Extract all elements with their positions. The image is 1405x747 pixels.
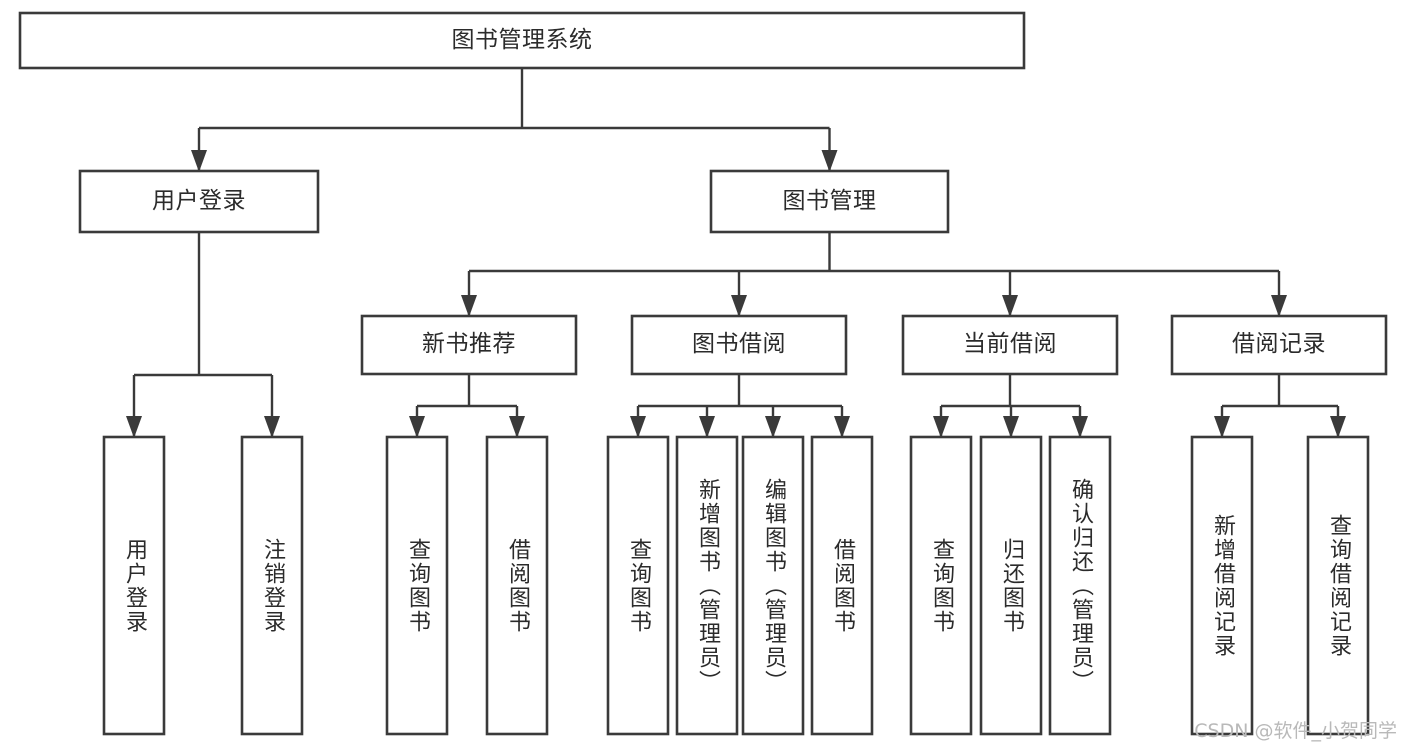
node-box-leaf-borrow-book[interactable]	[810, 435, 874, 736]
node-box-leaf-logout[interactable]	[240, 435, 304, 736]
node-box-root[interactable]	[18, 11, 1026, 70]
arrow-head-icon-user-login	[191, 150, 207, 172]
arrow-head-icon-leaf-add-record	[1214, 416, 1230, 438]
arrow-head-icon-leaf-query-record	[1330, 416, 1346, 438]
arrow-head-icon-leaf-return-book	[1003, 416, 1019, 438]
arrow-head-icon-leaf-query-book-borrow	[630, 416, 646, 438]
node-box-leaf-add-record[interactable]	[1190, 435, 1254, 736]
node-box-current-borrow[interactable]	[901, 314, 1119, 376]
node-box-leaf-borrow-book-recommend[interactable]	[485, 435, 549, 736]
node-box-leaf-query-book-borrow[interactable]	[606, 435, 670, 736]
arrow-head-icon-leaf-logout	[264, 416, 280, 438]
node-boxes	[18, 11, 1388, 736]
node-box-book-manage[interactable]	[709, 169, 950, 234]
node-box-leaf-confirm-return[interactable]	[1048, 435, 1112, 736]
arrow-head-icon-borrow-record	[1271, 295, 1287, 317]
arrow-head-icon-leaf-borrow-book-recommend	[509, 416, 525, 438]
arrow-head-icon-leaf-add-book	[699, 416, 715, 438]
node-box-leaf-user-login[interactable]	[102, 435, 166, 736]
node-box-leaf-edit-book[interactable]	[741, 435, 805, 736]
watermark-text: CSDN @软件_小贺同学	[1194, 720, 1397, 742]
arrow-head-icon-leaf-query-book-recommend	[409, 416, 425, 438]
node-box-book-borrow[interactable]	[630, 314, 848, 376]
connector-lines	[126, 68, 1346, 438]
node-box-leaf-return-book[interactable]	[979, 435, 1043, 736]
arrow-head-icon-new-book-recommend	[461, 295, 477, 317]
node-box-new-book-recommend[interactable]	[360, 314, 578, 376]
node-box-leaf-query-record[interactable]	[1306, 435, 1370, 736]
arrow-head-icon-leaf-query-book-current	[933, 416, 949, 438]
arrow-head-icon-leaf-edit-book	[765, 416, 781, 438]
arrow-head-icon-book-borrow	[731, 295, 747, 317]
arrow-head-icon-current-borrow	[1002, 295, 1018, 317]
arrow-head-icon-leaf-confirm-return	[1072, 416, 1088, 438]
node-box-leaf-add-book[interactable]	[675, 435, 739, 736]
arrow-head-icon-leaf-user-login	[126, 416, 142, 438]
node-box-leaf-query-book-current[interactable]	[909, 435, 973, 736]
arrow-head-icon-leaf-borrow-book	[834, 416, 850, 438]
node-box-leaf-query-book-recommend[interactable]	[385, 435, 449, 736]
arrow-head-icon-book-manage	[821, 150, 838, 172]
node-box-borrow-record[interactable]	[1170, 314, 1388, 376]
node-box-user-login[interactable]	[78, 169, 320, 234]
